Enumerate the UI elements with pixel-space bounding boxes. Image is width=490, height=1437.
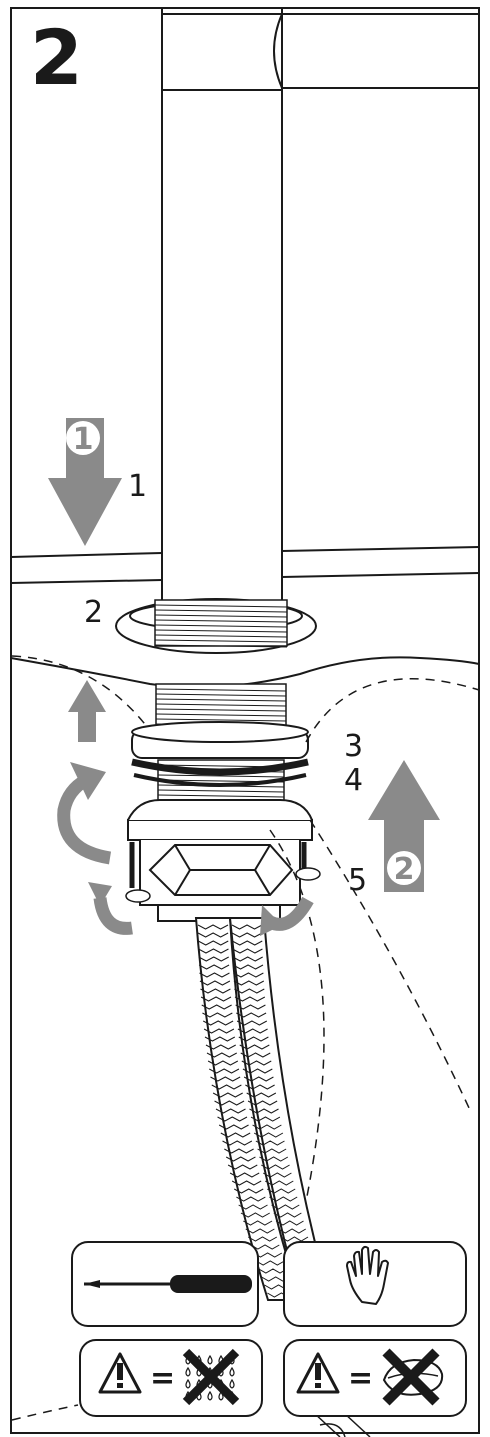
- warning-panel-water: =: [79, 1339, 263, 1417]
- svg-text:2: 2: [394, 852, 415, 887]
- callout-1: 1: [66, 421, 100, 457]
- basin-outline: [11, 655, 480, 1421]
- spout-arm: [273, 13, 479, 89]
- part-label-3: 3: [344, 729, 363, 764]
- faucet-body: [161, 8, 283, 600]
- fixing-bracket: [127, 799, 313, 922]
- washer: [131, 721, 309, 759]
- svg-text:=: =: [348, 1361, 373, 1396]
- worktop: [10, 546, 480, 584]
- hose-weave: [197, 924, 326, 1298]
- warning-triangle-icon: [296, 1352, 340, 1394]
- svg-text:=: =: [150, 1361, 175, 1396]
- no-water-drops-icon: [182, 1348, 240, 1406]
- part-label-2: 2: [84, 595, 103, 630]
- warning-triangle-icon: [98, 1352, 142, 1394]
- callout-2: 2: [387, 851, 421, 887]
- part-label-5: 5: [348, 863, 367, 898]
- tool-panel: [71, 1241, 259, 1327]
- no-abrasive-sponge-icon: [382, 1348, 444, 1406]
- screwdriver-icon: [84, 1275, 252, 1293]
- hand-panel: [283, 1241, 467, 1327]
- step-number: 2: [30, 13, 83, 102]
- worktop-underside: [10, 656, 480, 689]
- arrow-up-2: [368, 760, 440, 892]
- gasket: [131, 758, 309, 787]
- frame: [10, 7, 480, 1434]
- svg-text:1: 1: [73, 422, 94, 457]
- arrow-up-small: [68, 680, 106, 742]
- warning-panel-sponge: =: [283, 1339, 467, 1417]
- fixing-screws: [125, 842, 321, 903]
- hand-tighten-icon: [346, 1245, 389, 1305]
- arrow-down-1: [48, 418, 122, 546]
- part-label-4: 4: [344, 763, 363, 798]
- part-label-1: 1: [128, 469, 147, 504]
- tighten-arrowheads: [70, 762, 282, 936]
